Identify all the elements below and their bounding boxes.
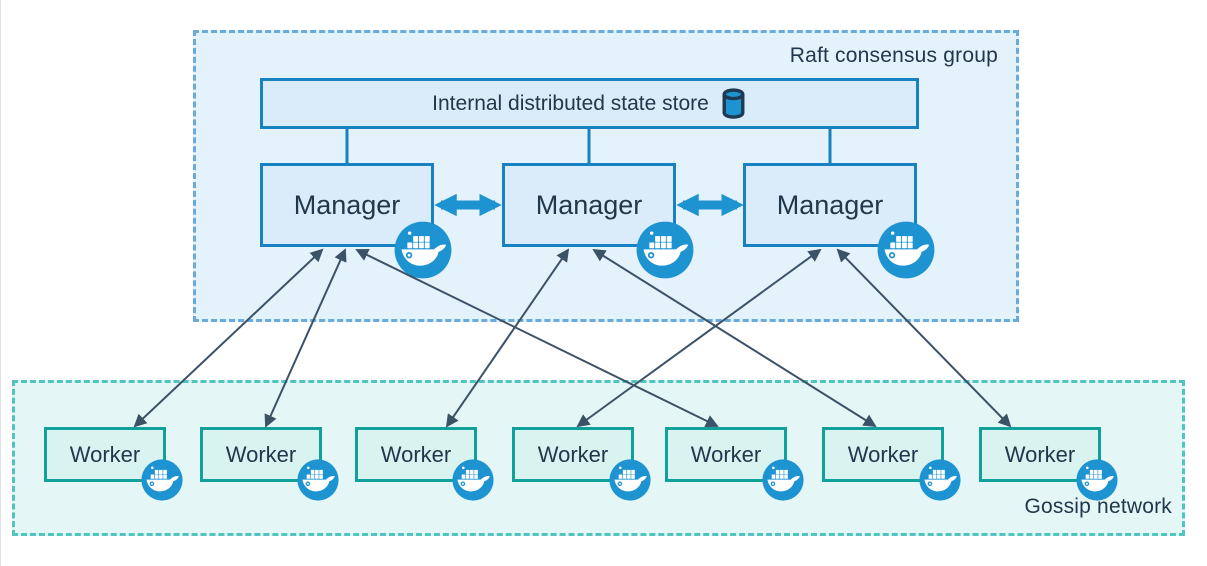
docker-whale-icon [297,459,339,501]
docker-whale-icon [877,221,935,279]
docker-whale-icon [609,459,651,501]
docker-whale-icon [762,459,804,501]
docker-whale-icon [919,459,961,501]
worker-5-node: Worker [665,427,787,482]
worker-4-node: Worker [512,427,634,482]
manager-1-node: Manager [260,163,434,247]
worker-1-node: Worker [44,427,166,482]
state-store-box: Internal distributed state store [260,78,919,129]
docker-whale-icon [394,221,452,279]
worker-3-label: Worker [380,441,452,467]
docker-whale-icon [452,459,494,501]
worker-2-label: Worker [225,441,297,467]
manager-3-node: Manager [743,163,917,247]
docker-whale-icon [1076,459,1118,501]
manager-3-label: Manager [776,189,884,220]
docker-whale-icon [636,221,694,279]
manager-2-node: Manager [502,163,676,247]
worker-1-label: Worker [69,441,141,467]
database-cylinder-icon [722,87,745,119]
worker-3-node: Worker [355,427,477,482]
worker-2-node: Worker [200,427,322,482]
manager-2-label: Manager [535,189,643,220]
raft-consensus-group-label: Raft consensus group [789,44,998,67]
worker-7-node: Worker [979,427,1101,482]
docker-whale-icon [141,459,183,501]
worker-7-label: Worker [1004,441,1076,467]
worker-4-label: Worker [537,441,609,467]
worker-5-label: Worker [690,441,762,467]
manager-1-label: Manager [293,189,401,220]
gossip-network-label: Gossip network [1024,495,1172,518]
worker-6-node: Worker [822,427,944,482]
state-store-label: Internal distributed state store [432,91,709,115]
worker-6-label: Worker [847,441,919,467]
